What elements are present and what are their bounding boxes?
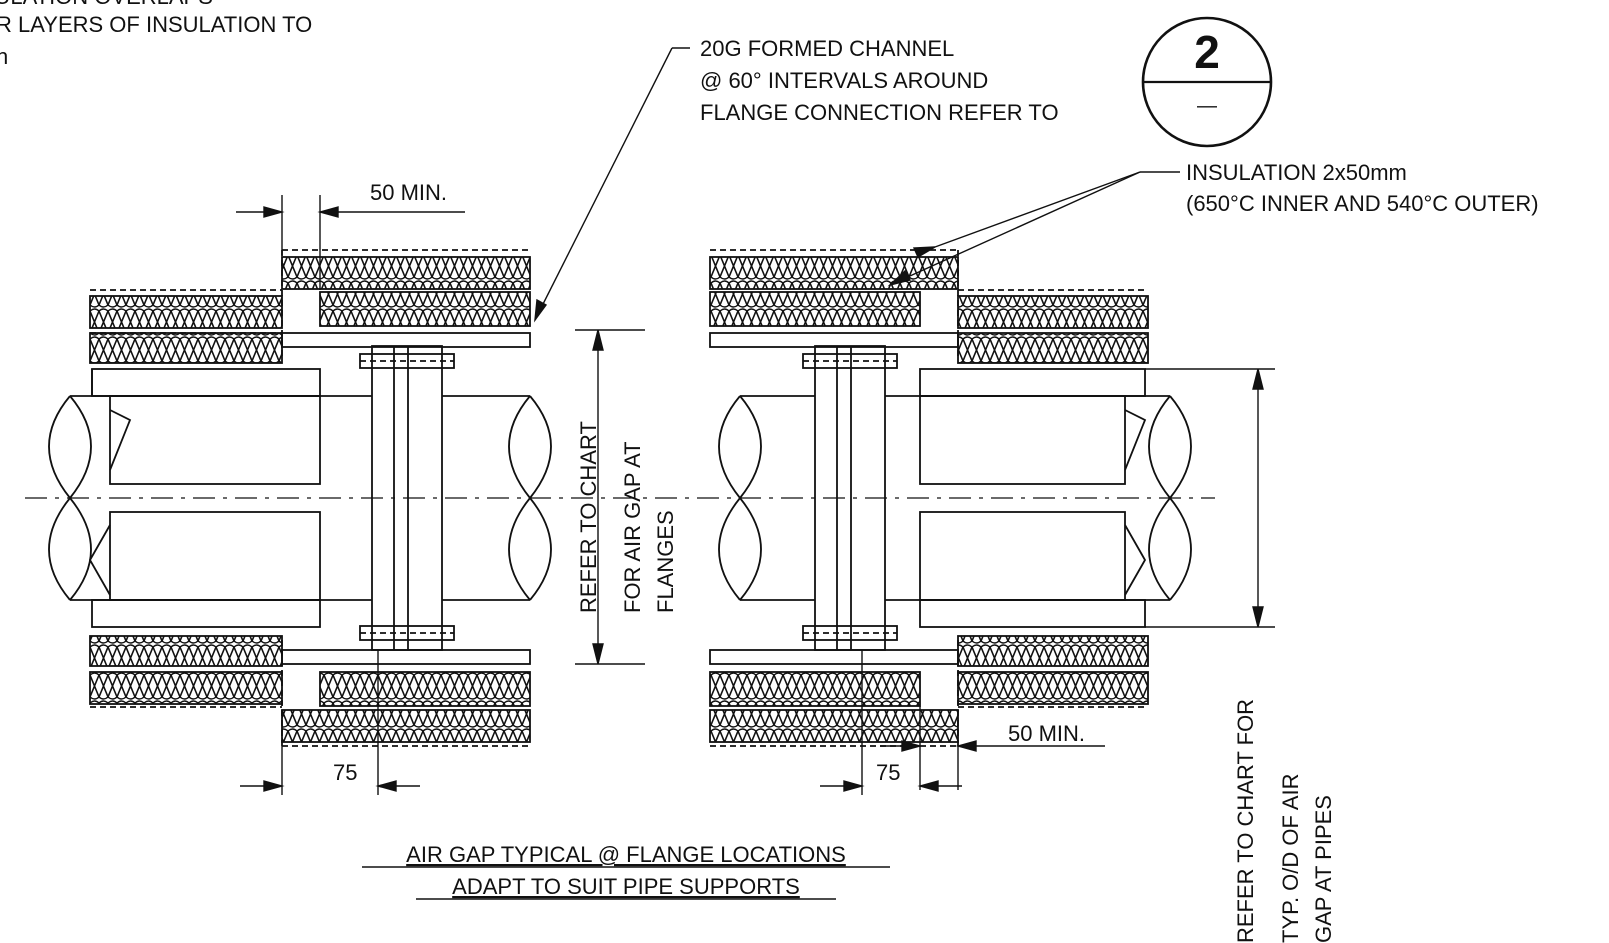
insulation-note-line1: INSULATION 2x50mm xyxy=(1186,160,1407,185)
dim-75-left: 75 xyxy=(333,760,357,785)
flange-gap-note-line3: FLANGES xyxy=(653,510,678,613)
dimension-lines xyxy=(236,47,1275,795)
channel-note-line1: 20G FORMED CHANNEL xyxy=(700,36,954,61)
pipe-gap-note-line3: GAP AT PIPES xyxy=(1311,795,1336,943)
dim-75-right: 75 xyxy=(876,760,900,785)
flange-gap-note-line2: FOR AIR GAP AT xyxy=(620,441,645,613)
channel-note-line3: FLANGE CONNECTION REFER TO xyxy=(700,100,1059,125)
notes: ENSURE INSULATION OVERLAPS R LAYERS OF I… xyxy=(0,0,1539,943)
top-left-note-line3: n xyxy=(0,44,8,69)
caption-underlines xyxy=(362,866,890,900)
top-left-note-line2: R LAYERS OF INSULATION TO xyxy=(0,12,312,37)
top-left-note-line1: ENSURE INSULATION OVERLAPS xyxy=(0,0,213,9)
caption-line2: ADAPT TO SUIT PIPE SUPPORTS xyxy=(452,874,800,899)
detail-reference-bubble: 2 — xyxy=(1141,16,1273,148)
dim-50-min-left: 50 MIN. xyxy=(370,180,447,205)
detail-number: 2 xyxy=(1194,26,1220,78)
caption-line1: AIR GAP TYPICAL @ FLANGE LOCATIONS xyxy=(406,842,846,867)
dim-50-min-right: 50 MIN. xyxy=(1008,721,1085,746)
pipe-gap-note-line2: TYP. O/D OF AIR xyxy=(1278,773,1303,943)
flange-gap-note-line1: REFER TO CHART xyxy=(576,421,601,613)
insulation-note-line2: (650°C INNER AND 540°C OUTER) xyxy=(1186,191,1539,216)
pipe-gap-note-line1: REFER TO CHART FOR xyxy=(1233,699,1258,943)
left-assembly xyxy=(48,249,552,747)
channel-note-line2: @ 60° INTERVALS AROUND xyxy=(700,68,988,93)
detail-sheet: — xyxy=(1197,95,1217,117)
